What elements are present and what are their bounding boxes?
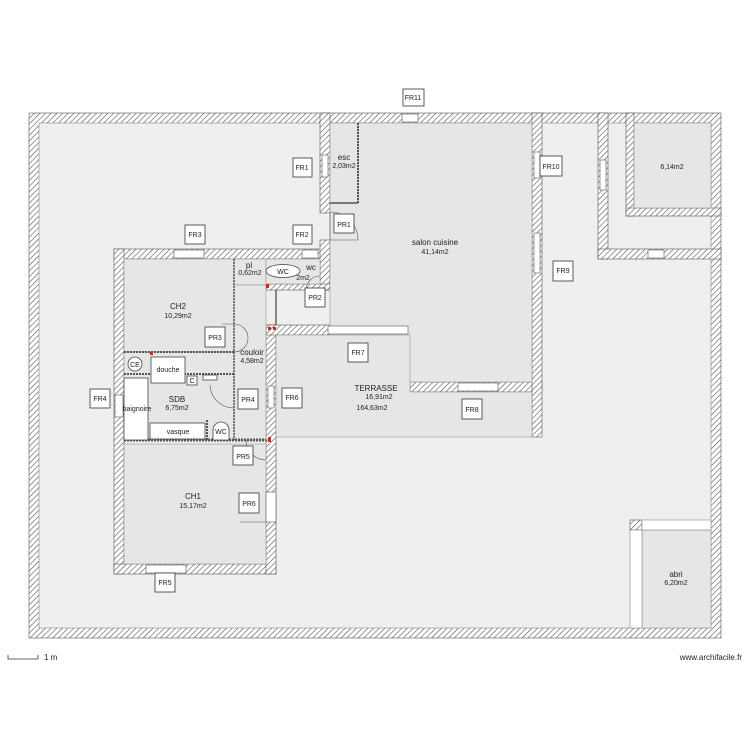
room-name: wc (305, 263, 316, 272)
fixture-label: douche (157, 367, 180, 374)
cabinet-icon (186, 375, 198, 386)
room-area: 0,62m2 (238, 270, 261, 277)
fixture-label: WC (215, 429, 227, 436)
wc-sdb-icon (212, 421, 230, 441)
windows (114, 113, 665, 574)
tag-fr7: FR7 (351, 350, 364, 357)
fixture-label: CE (130, 362, 140, 369)
shower-icon (150, 356, 186, 384)
wc-toilet-icon (265, 264, 301, 278)
tag-pr5: PR5 (236, 454, 250, 461)
room-esc (329, 122, 359, 204)
room-name: SDB (169, 395, 185, 404)
room-area: 6,75m2 (165, 405, 188, 412)
ce-water-heater-icon (127, 356, 143, 372)
room-area: 6,14m2 (660, 164, 683, 171)
tag-fr5: FR5 (158, 580, 171, 587)
room-annex (633, 122, 712, 209)
room-name: pl (246, 261, 252, 270)
tag-fr11: FR11 (405, 95, 422, 102)
tag-fr8: FR8 (465, 407, 478, 414)
tag-fr3: FR3 (188, 232, 201, 239)
tag-fr1: FR1 (295, 165, 308, 172)
bathtub-icon (123, 377, 149, 441)
tag-pr1: PR1 (337, 222, 351, 229)
fixture-label: WC (277, 269, 289, 276)
tag-pr4: PR4 (241, 397, 255, 404)
scale-bar (7, 655, 39, 660)
room-name: abri (669, 570, 683, 579)
fixture-label: vasque (167, 429, 190, 436)
room-area: 6,20m2 (664, 580, 687, 587)
fixture-label: baignoire (123, 406, 152, 413)
tag-fr4: FR4 (93, 396, 106, 403)
tag-fr9: FR9 (556, 268, 569, 275)
room-area: 2m2 (296, 275, 310, 282)
red-markers (150, 284, 276, 442)
tag-pr3: PR3 (208, 335, 222, 342)
room-name: couloir (240, 348, 264, 357)
room-name: CH2 (170, 302, 187, 311)
room-name: salon cuisine (412, 238, 459, 247)
room-area: 4,58m2 (240, 358, 263, 365)
total-area: 164,63m2 (356, 405, 387, 412)
tag-pr6: PR6 (242, 501, 256, 508)
room-area: 2,03m2 (332, 163, 355, 170)
fixture-label: C (189, 378, 194, 385)
room-name: CH1 (185, 492, 202, 501)
room-abri (641, 529, 712, 629)
tag-pr2: PR2 (308, 295, 322, 302)
tag-fr2: FR2 (295, 232, 308, 239)
credit-link[interactable]: www.archifacile.fr (679, 653, 743, 662)
tag-fr10: FR10 (542, 164, 559, 171)
room-name: TERRASSE (354, 384, 397, 393)
sink-vanity-icon (149, 422, 206, 440)
room-area: 10,29m2 (164, 313, 191, 320)
tag-fr6: FR6 (285, 395, 298, 402)
room-area: 41,14m2 (421, 249, 448, 256)
room-couloir (233, 284, 267, 441)
room-name: esc (338, 153, 350, 162)
room-area: 15,17m2 (179, 503, 206, 510)
room-area: 16,91m2 (365, 394, 392, 401)
opening-tags: FR11 FR1 FR2 FR3 PR1 FR10 FR9 PR2 PR3 FR… (89, 88, 574, 593)
scale-label: 1 m (44, 653, 58, 662)
